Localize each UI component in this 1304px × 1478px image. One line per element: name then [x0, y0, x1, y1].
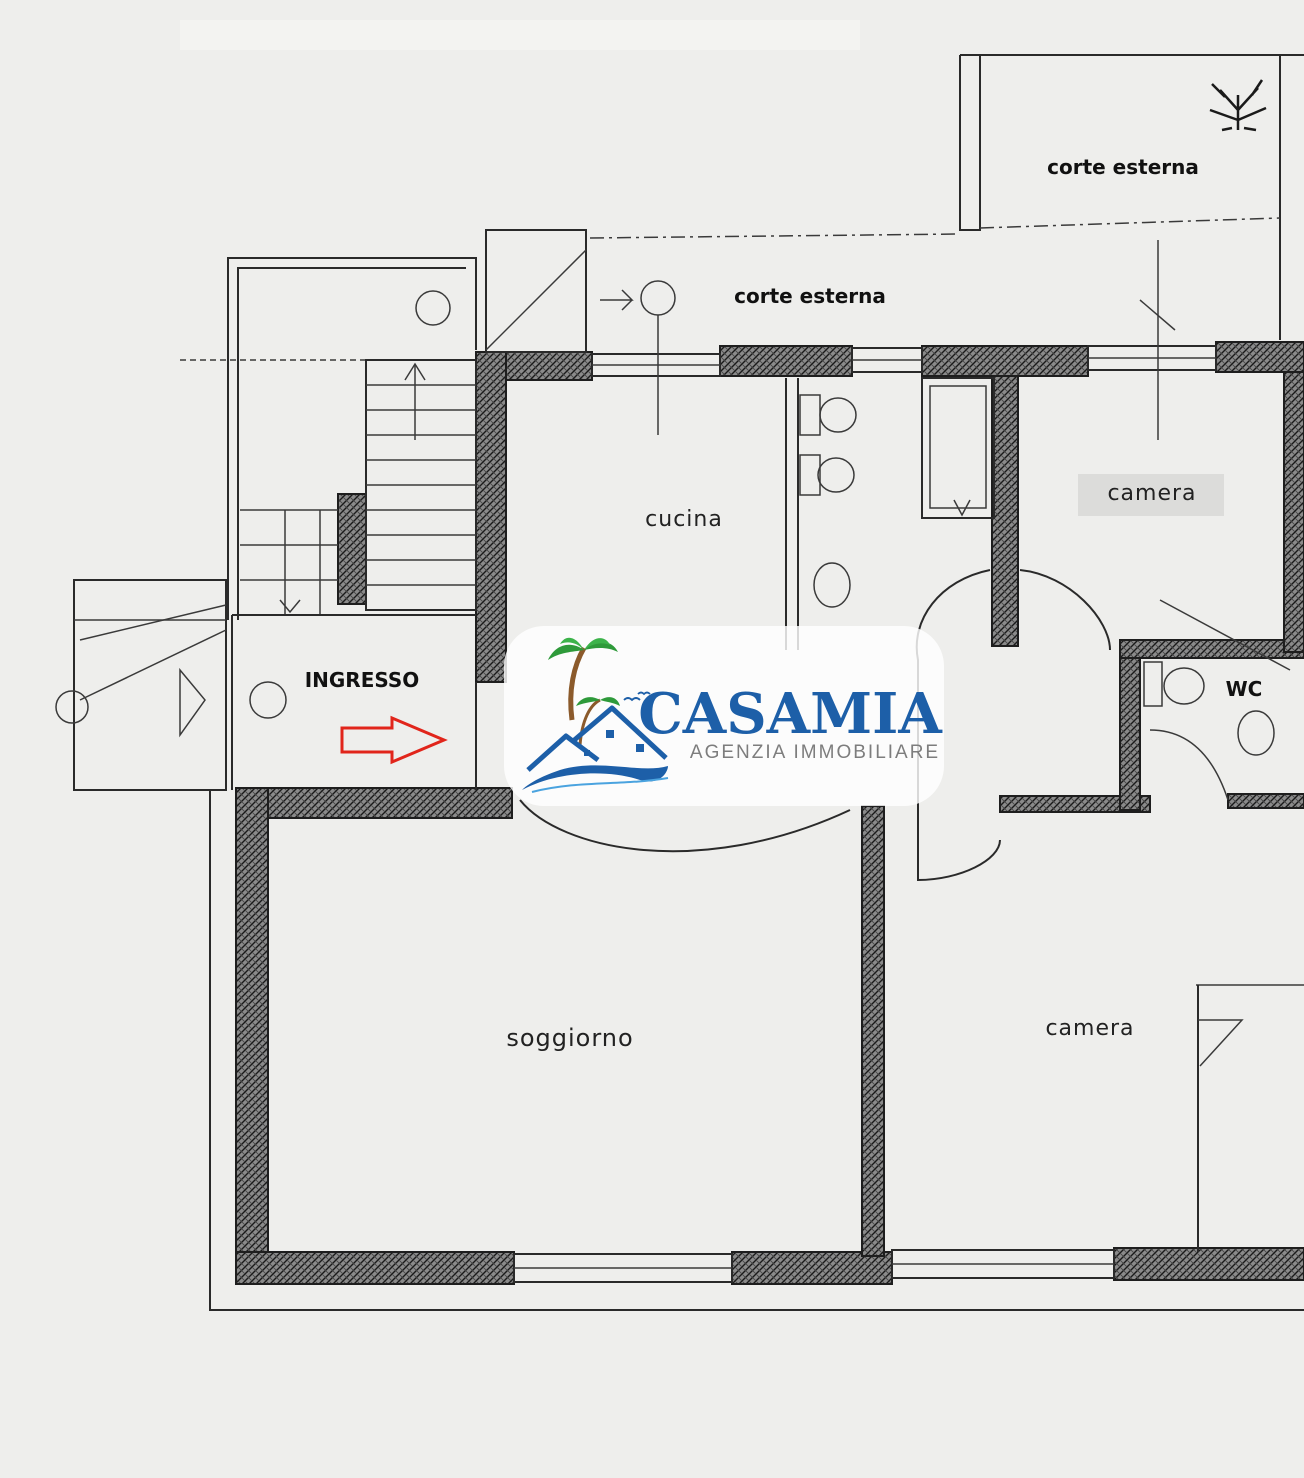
- label-corte-esterna-mid: corte esterna: [734, 284, 886, 308]
- staircase: [240, 359, 477, 615]
- logo-tagline: AGENZIA IMMOBILIARE: [690, 742, 940, 763]
- tree-icon: [1209, 79, 1267, 132]
- logo-name: CASAMIA: [638, 681, 943, 747]
- entrance-landing: [55, 229, 676, 791]
- label-wc: WC: [1226, 677, 1263, 701]
- label-ingresso: INGRESSO: [305, 668, 420, 692]
- room-labels: corte esterna corte esterna INGRESSO cuc…: [305, 155, 1263, 1052]
- courtyard: [1139, 79, 1304, 1252]
- palm-tree-icon: [548, 637, 620, 746]
- entrance-arrow-icon: [340, 715, 448, 765]
- site-outline: [180, 54, 1304, 1311]
- fixtures: [519, 377, 1291, 882]
- label-camera-bottom: camera: [1045, 1016, 1134, 1041]
- wave-icon: [522, 765, 669, 793]
- label-cucina: cucina: [645, 507, 723, 532]
- house-roof-icon: [526, 705, 668, 772]
- label-soggiorno: soggiorno: [506, 1024, 633, 1052]
- birds-icon: [623, 691, 651, 702]
- agency-logo: CASAMIA AGENZIA IMMOBILIARE: [504, 626, 944, 806]
- windows: [513, 345, 1217, 1283]
- label-corte-esterna-top: corte esterna: [1047, 155, 1199, 179]
- label-camera-top: camera: [1107, 481, 1196, 506]
